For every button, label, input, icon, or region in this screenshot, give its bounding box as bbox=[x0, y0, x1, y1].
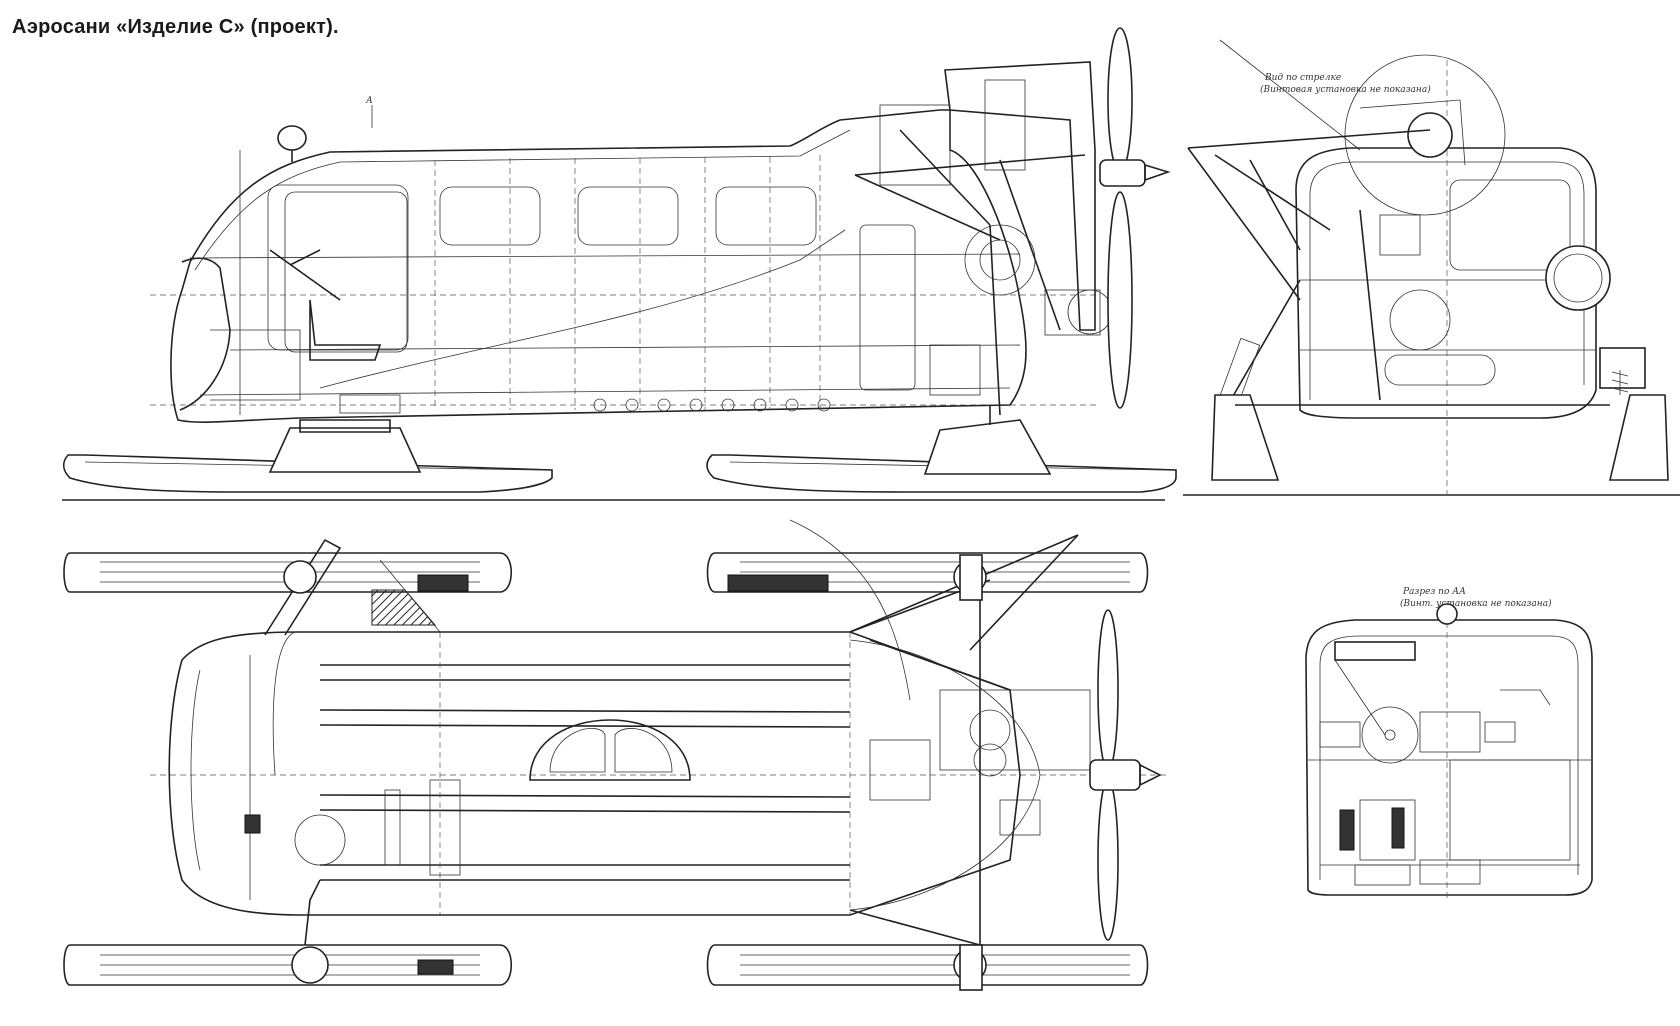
side-section-mark: А bbox=[365, 96, 373, 106]
section-subcaption: (Винт. установка не показана) bbox=[1400, 598, 1552, 609]
top-view bbox=[63, 519, 1170, 991]
side-view: А bbox=[62, 27, 1177, 501]
section-view: Разрез по АА (Винт. установка не показан… bbox=[1305, 587, 1593, 900]
front-view-caption: Вид по стрелке bbox=[1264, 73, 1341, 83]
page-title: Аэросани «Изделие С» (проект). bbox=[12, 16, 339, 38]
front-view: Вид по стрелке (Винтовая установка не по… bbox=[1183, 39, 1680, 496]
section-caption: Разрез по АА bbox=[1402, 587, 1466, 597]
front-view-subcaption: (Винтовая установка не показана) bbox=[1260, 84, 1431, 95]
